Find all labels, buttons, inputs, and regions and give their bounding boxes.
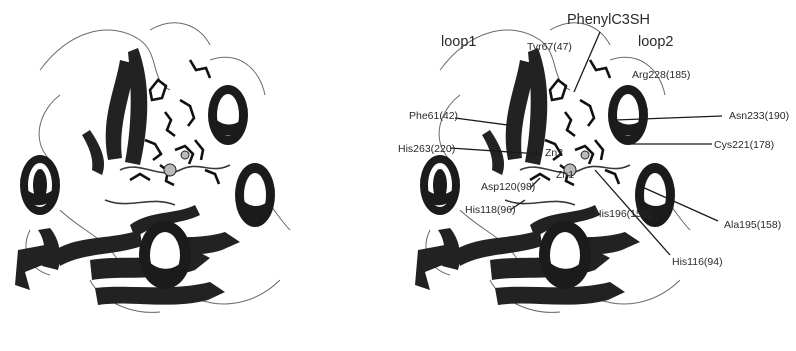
- left-structure: [15, 23, 290, 313]
- label-phenylc3sh: PhenylC3SH: [567, 12, 650, 28]
- label-his116: His116(94): [672, 256, 723, 268]
- label-ala195: Ala195(158): [724, 219, 781, 231]
- label-loop2: loop2: [638, 34, 673, 50]
- label-phe61: Phe61(42): [409, 110, 458, 122]
- label-asp120: Asp120(98): [481, 181, 535, 193]
- label-his263: His263(220): [398, 143, 455, 155]
- label-asn233: Asn233(190): [729, 110, 789, 122]
- label-arg228: Arg228(185): [632, 69, 690, 81]
- label-his118: His118(96): [465, 204, 516, 216]
- right-structure: [415, 23, 690, 313]
- label-his196: His196(159): [594, 208, 651, 220]
- label-cys221: Cys221(178): [714, 139, 774, 151]
- label-zn1: Zn1: [556, 169, 574, 181]
- label-tyr67: Tyr67(47): [527, 41, 572, 53]
- label-zn2: Zn2: [545, 147, 563, 159]
- label-loop1: loop1: [441, 34, 476, 50]
